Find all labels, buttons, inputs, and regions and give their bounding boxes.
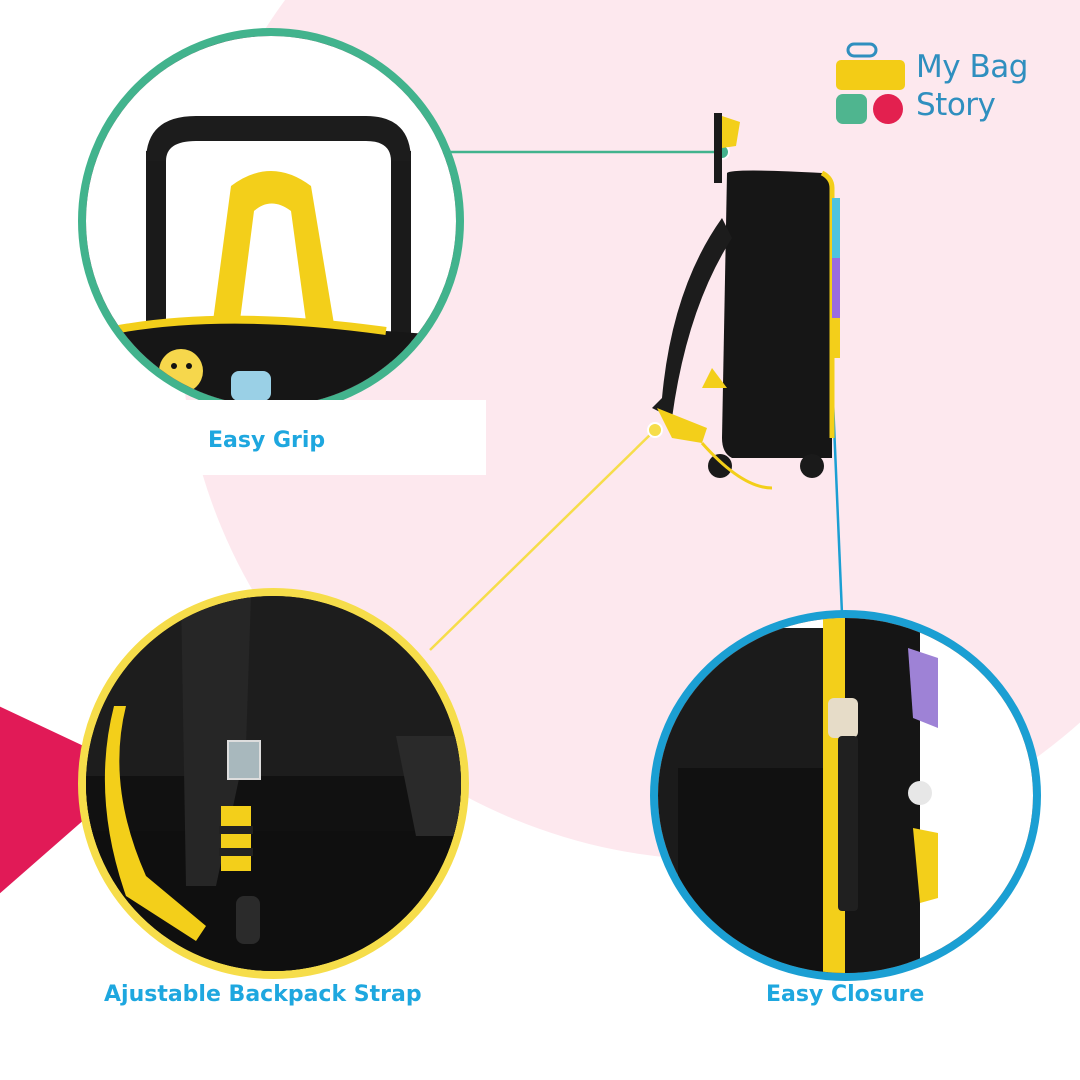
backpack-strap-illustration: [86, 596, 461, 971]
adjustable-strap-closeup: [78, 588, 469, 979]
brand-name: My Bag Story: [916, 48, 1028, 124]
trolley-handle-illustration: [86, 36, 456, 406]
easy-closure-closeup: [650, 610, 1041, 981]
feature-label-easy-grip: Easy Grip: [208, 428, 326, 453]
feature-label-adjustable-strap: Ajustable Backpack Strap: [104, 982, 422, 1007]
brand-logo: My Bag Story: [836, 42, 1046, 132]
trolley-backpack-side-view: [632, 108, 847, 500]
brand-name-line-2: Story: [916, 87, 996, 123]
bag-logo-icon: [836, 42, 905, 124]
brand-name-line-1: My Bag: [916, 49, 1028, 85]
zipper-closure-illustration: [658, 618, 1033, 973]
backpack-illustration: [652, 113, 840, 490]
feature-label-easy-closure: Easy Closure: [766, 982, 925, 1007]
easy-grip-closeup: [78, 28, 464, 414]
caption-panel: [108, 400, 486, 475]
